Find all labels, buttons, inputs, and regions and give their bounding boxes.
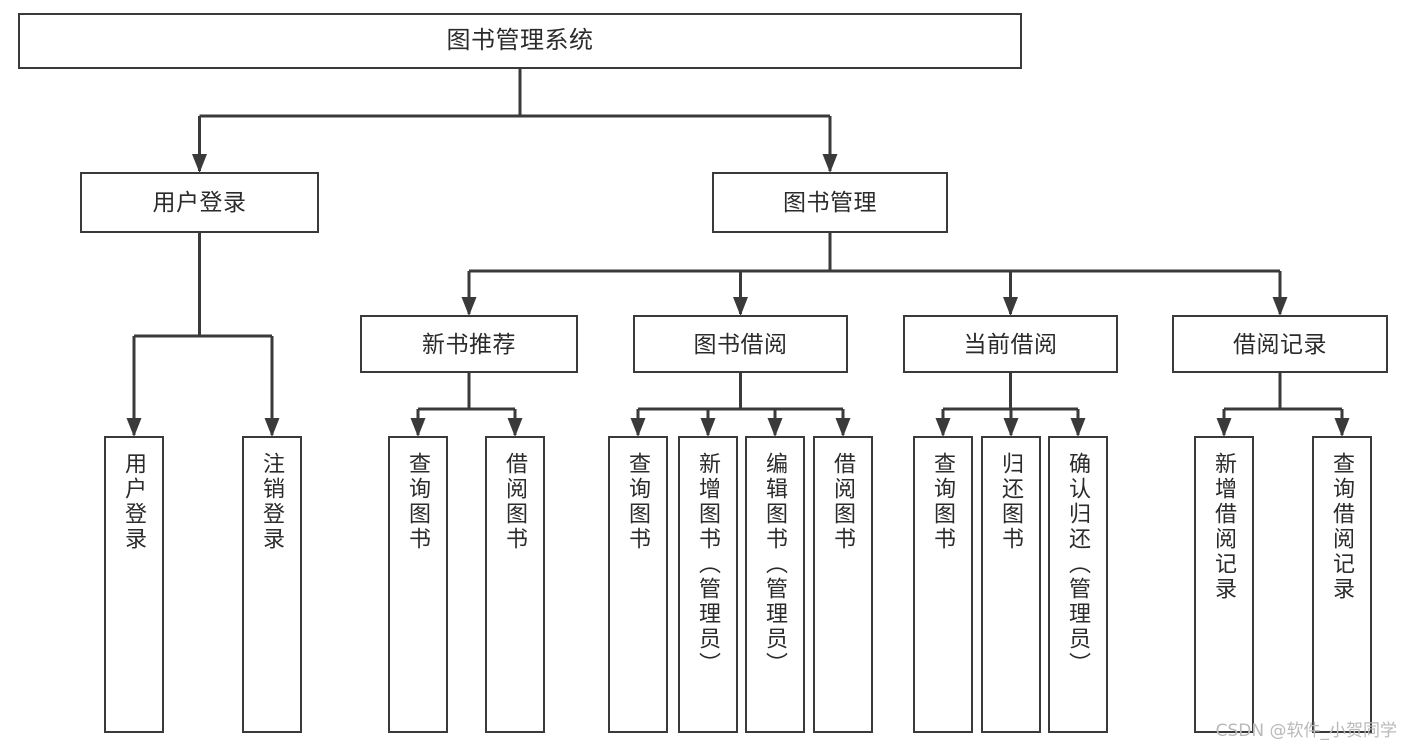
node-new-book-rec[interactable]: 新书推荐 [360, 315, 578, 373]
node-label: 新增借阅记录 [1212, 452, 1237, 602]
node-leaf-user-logout[interactable]: 注销登录 [242, 436, 302, 733]
node-label: 借阅图书 [503, 452, 528, 552]
node-label: 借阅记录 [1233, 330, 1327, 357]
node-label: 查询图书 [931, 452, 956, 552]
node-label: 用户登录 [152, 189, 247, 216]
node-label: 新增图书（管理员） [696, 452, 721, 677]
node-label: 归还图书 [999, 452, 1024, 552]
node-label: 用户登录 [122, 452, 147, 552]
node-book-borrow[interactable]: 图书借阅 [633, 315, 848, 373]
node-leaf-edit-book[interactable]: 编辑图书（管理员） [745, 436, 805, 733]
node-leaf-borrow-book-2[interactable]: 借阅图书 [813, 436, 873, 733]
node-user-login[interactable]: 用户登录 [80, 172, 319, 233]
node-leaf-return-book[interactable]: 归还图书 [981, 436, 1041, 733]
node-label: 图书管理系统 [446, 27, 594, 55]
node-label: 图书管理 [783, 189, 877, 216]
node-leaf-query-record[interactable]: 查询借阅记录 [1312, 436, 1372, 733]
node-label: 新书推荐 [422, 330, 516, 357]
node-label: 注销登录 [260, 452, 285, 552]
node-label: 查询借阅记录 [1330, 452, 1355, 602]
node-label: 编辑图书（管理员） [763, 452, 788, 677]
node-leaf-user-login[interactable]: 用户登录 [104, 436, 164, 733]
node-label: 查询图书 [626, 452, 651, 552]
node-leaf-query-book-2[interactable]: 查询图书 [608, 436, 668, 733]
node-borrow-record[interactable]: 借阅记录 [1172, 315, 1388, 373]
node-label: 当前借阅 [963, 330, 1058, 357]
node-leaf-query-book-1[interactable]: 查询图书 [388, 436, 448, 733]
node-label: 图书借阅 [693, 330, 788, 357]
node-leaf-confirm-return[interactable]: 确认归还（管理员） [1048, 436, 1108, 733]
watermark: CSDN @软件_小贺同学 [1215, 721, 1397, 741]
node-label: 借阅图书 [831, 452, 856, 552]
node-label: 确认归还（管理员） [1066, 452, 1091, 677]
node-root[interactable]: 图书管理系统 [18, 13, 1022, 69]
node-leaf-add-record[interactable]: 新增借阅记录 [1194, 436, 1254, 733]
node-leaf-query-book-3[interactable]: 查询图书 [913, 436, 973, 733]
node-leaf-borrow-book-1[interactable]: 借阅图书 [485, 436, 545, 733]
node-leaf-add-book[interactable]: 新增图书（管理员） [678, 436, 738, 733]
node-label: 查询图书 [406, 452, 431, 552]
node-current-borrow[interactable]: 当前借阅 [903, 315, 1118, 373]
node-book-manage[interactable]: 图书管理 [712, 172, 948, 233]
